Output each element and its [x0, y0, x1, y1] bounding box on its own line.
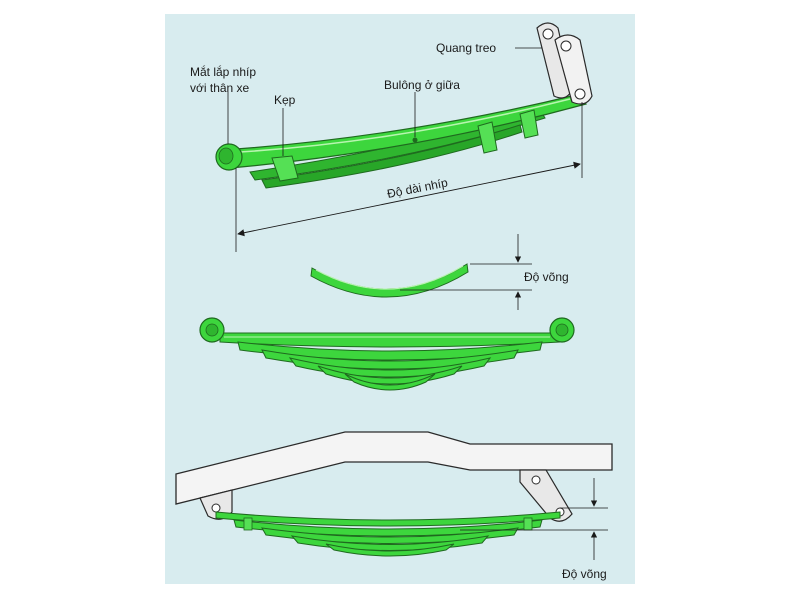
side-leaf-spring [199, 317, 575, 391]
label-center-bolt: Bulông ở giữa [384, 78, 460, 92]
label-camber-top: Độ võng [524, 270, 569, 284]
center-bolt [412, 137, 418, 143]
shackle [536, 22, 593, 105]
top-leaf-spring [215, 22, 593, 252]
label-eye-line1: Mắt lắp nhíp [190, 64, 256, 79]
label-shackle: Quang treo [436, 41, 496, 55]
curved-leaf [310, 234, 532, 310]
mounted-spring [175, 431, 613, 560]
length-arrow [237, 161, 581, 237]
label-clamp: Kẹp [274, 93, 296, 107]
vehicle-frame [175, 431, 613, 505]
label-eye-line2: với thân xe [190, 81, 250, 95]
label-camber-bottom: Độ võng [562, 567, 607, 581]
